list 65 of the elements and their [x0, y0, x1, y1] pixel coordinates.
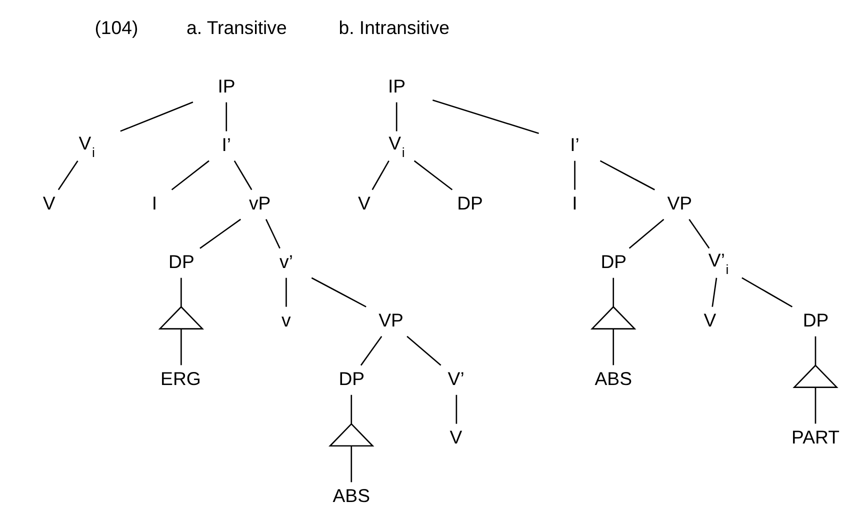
connector — [265, 218, 280, 248]
label: b. Intransitive — [338, 16, 450, 38]
node-text: DP — [338, 367, 365, 388]
connector — [612, 328, 614, 365]
connector — [372, 160, 390, 190]
connector — [406, 335, 442, 366]
node-text: DP — [457, 192, 483, 213]
connector — [120, 101, 194, 132]
node-triangle — [792, 364, 838, 388]
node-text: ABS — [332, 484, 370, 506]
node-text: VP — [378, 308, 404, 330]
node-text: ABS — [594, 367, 632, 388]
node-text: V$_{i}$ — [78, 132, 96, 160]
node-text: DP — [802, 308, 829, 330]
connector — [171, 160, 210, 190]
connector — [360, 335, 382, 366]
connector — [712, 277, 718, 306]
node-text: V — [450, 426, 462, 447]
node-text: V$_{i}$ — [388, 132, 405, 160]
node-text: I — [572, 192, 578, 213]
node-text: ERG — [160, 367, 201, 388]
connector — [742, 276, 793, 307]
label: a. Transitive — [186, 16, 287, 38]
connector — [180, 277, 182, 306]
node-text: V — [42, 192, 56, 213]
node-text: v — [282, 308, 291, 330]
connector — [600, 160, 655, 190]
node-triangle — [328, 422, 374, 446]
node-text: IP — [218, 74, 236, 96]
connector — [432, 98, 539, 134]
node-text: I’ — [570, 133, 580, 154]
connector — [612, 277, 614, 306]
node-text: IP — [388, 74, 406, 96]
connector — [456, 394, 458, 424]
node-text: vP — [248, 192, 271, 213]
label: (104) — [94, 16, 138, 38]
node-triangle — [590, 305, 636, 329]
connector — [574, 160, 576, 190]
connector — [414, 160, 453, 190]
connector — [226, 102, 228, 131]
node-text: I — [152, 192, 158, 213]
node-text: DP — [600, 250, 627, 272]
connector — [200, 218, 242, 248]
node-text: V’$_{i}$ — [708, 249, 729, 277]
node-triangle — [158, 305, 204, 329]
node-text: DP — [168, 250, 194, 272]
node-text: v’ — [280, 250, 294, 272]
connector — [814, 336, 816, 365]
node-text: V’ — [448, 367, 464, 388]
node-text: I’ — [222, 133, 232, 154]
connector — [234, 160, 252, 190]
connector — [350, 446, 352, 482]
connector — [814, 387, 816, 424]
node-text: PART — [792, 426, 840, 447]
node-text: V — [358, 192, 370, 213]
connector — [180, 328, 182, 365]
connector — [350, 394, 352, 424]
connector — [396, 102, 398, 131]
node-text: VP — [667, 192, 692, 213]
node-text: V — [704, 308, 716, 330]
connector — [311, 276, 366, 307]
connector — [286, 277, 287, 306]
connector — [58, 160, 78, 190]
connector — [628, 218, 664, 248]
connector — [688, 218, 710, 248]
